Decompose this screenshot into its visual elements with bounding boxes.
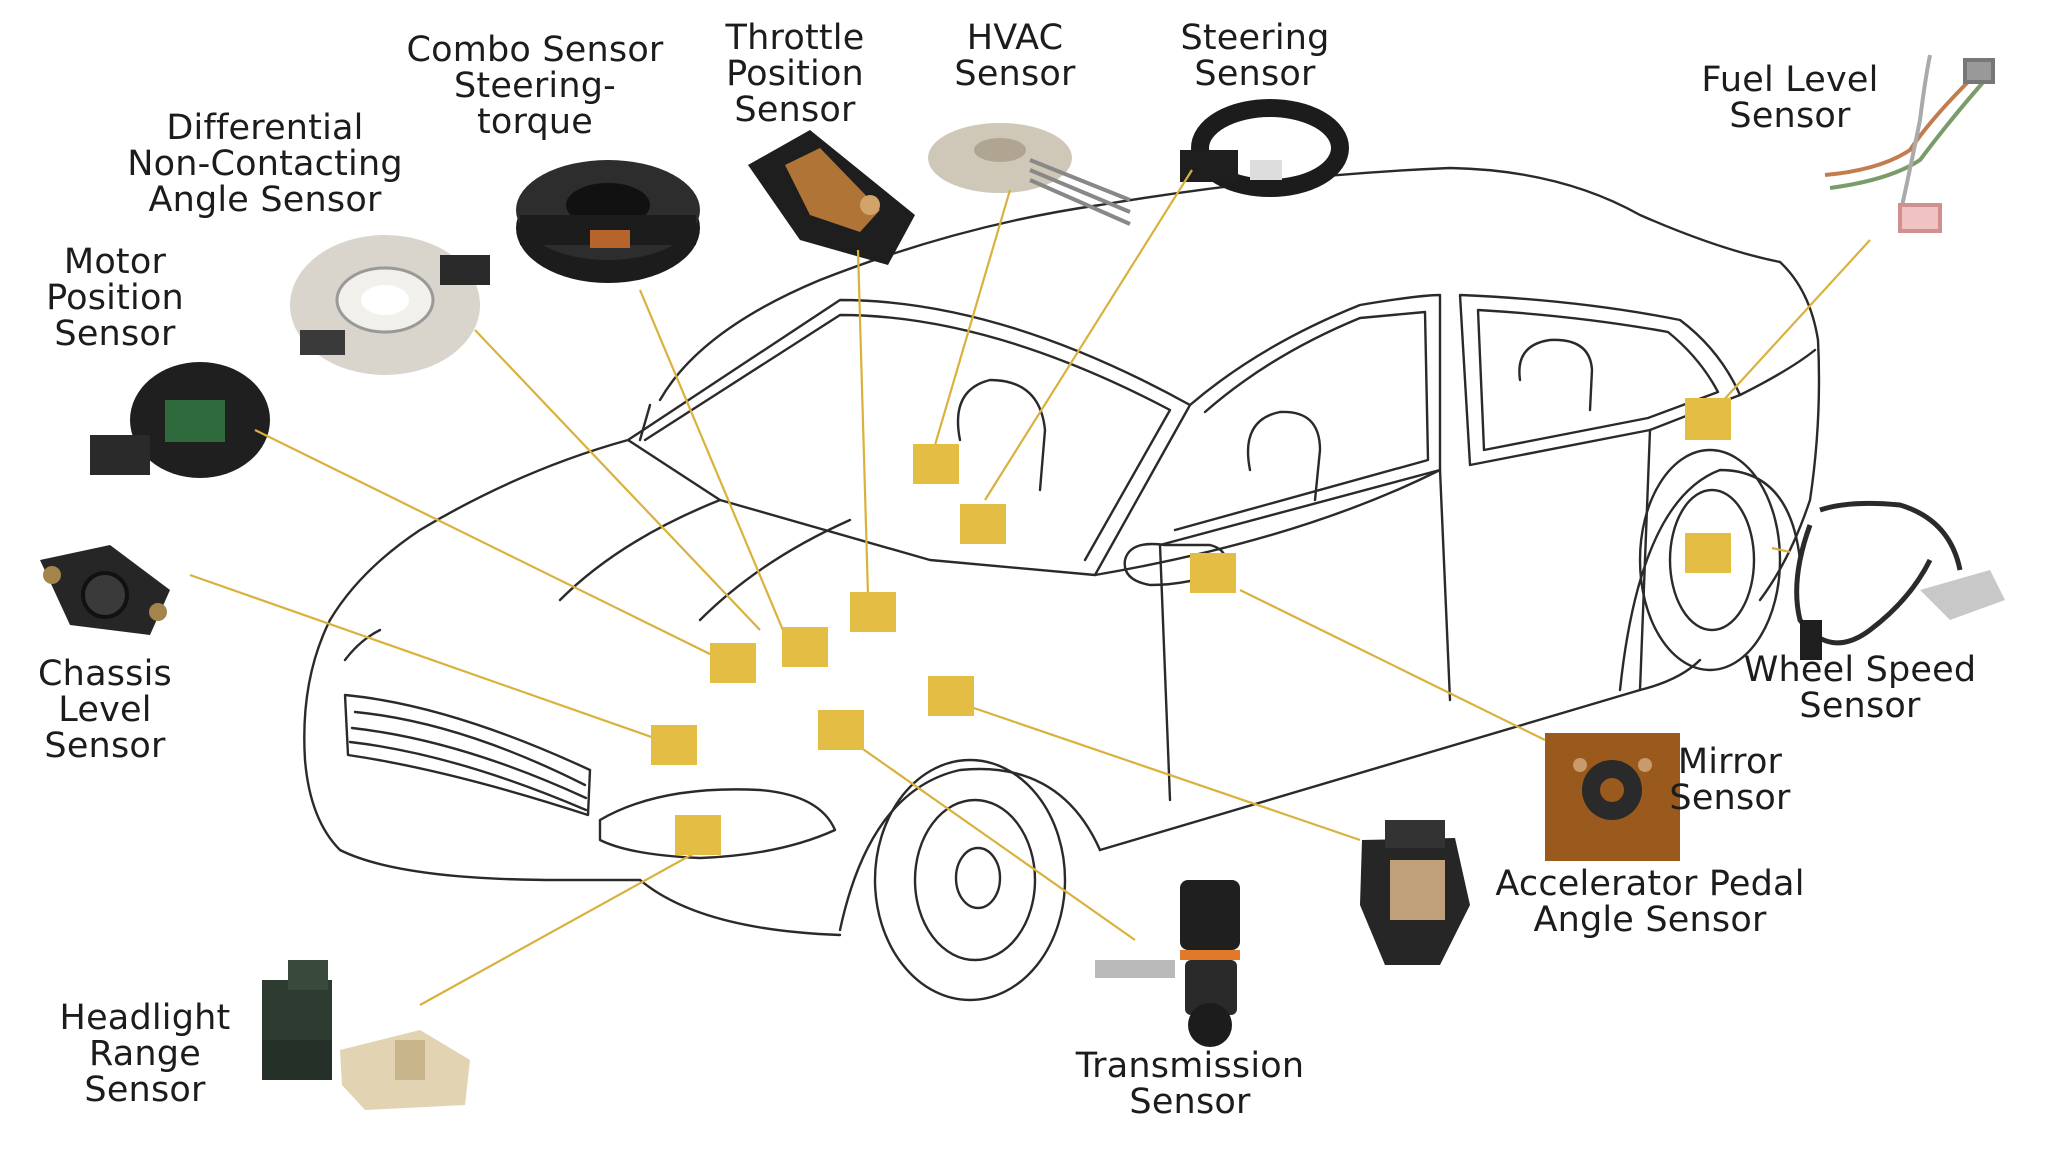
wheel-speed-sensor-image [1794,500,2005,660]
label-motor-position-sensor: Motor Position Sensor [46,242,184,354]
combo-sensor-image [516,160,700,283]
fuel-sensor-image [1824,54,1995,233]
sensor-markers [651,398,1731,855]
car-outline [303,166,1821,1002]
label-fuel-level-sensor: Fuel Level Sensor [1701,60,1879,136]
marker-accelerator [928,676,974,716]
leader-hvac [933,189,1012,446]
marker-hvac [913,444,959,484]
marker-differential [710,643,756,683]
leader-motor [254,429,713,656]
transmission-sensor-image [1095,880,1240,1047]
leader-throttle [856,249,870,596]
marker-chassis [651,725,697,765]
label-accelerator-sensor: Accelerator Pedal Angle Sensor [1495,864,1805,940]
differential-sensor-image [290,235,490,375]
sensor-images [40,54,2005,1110]
chassis-sensor-image [40,545,170,635]
label-transmission-sensor: Transmission Sensor [1075,1046,1305,1122]
label-wheel-speed-sensor: Wheel Speed Sensor [1743,650,1977,726]
leader-fuel [1709,239,1871,416]
marker-wheel [1685,533,1731,573]
steering-sensor-image [1180,99,1349,197]
leader-chassis [189,573,661,742]
hvac-sensor-image [928,123,1131,226]
label-steering-sensor: Steering Sensor [1180,18,1330,94]
marker-steering [960,504,1006,544]
leader-combo [638,289,787,636]
marker-combo [782,627,828,667]
label-combo-sensor: Combo Sensor Steering- torque [406,30,664,142]
marker-fuel [1685,398,1731,440]
headlight-sensor-image [262,960,470,1110]
marker-transmission [818,710,864,750]
motor-sensor-image [90,362,270,478]
leader-accelerator [964,703,1361,842]
label-chassis-level-sensor: Chassis Level Sensor [38,654,172,766]
label-differential-sensor: Differential Non-Contacting Angle Sensor [127,108,403,220]
label-mirror-sensor: Mirror Sensor [1669,742,1791,818]
label-hvac-sensor: HVAC Sensor [954,18,1076,94]
marker-mirror [1190,553,1236,593]
label-throttle-sensor: Throttle Position Sensor [725,18,865,130]
leader-mirror [1239,589,1546,741]
accelerator-sensor-image [1360,820,1470,965]
mirror-sensor-image [1545,733,1680,861]
label-headlight-range-sensor: Headlight Range Sensor [59,998,231,1110]
leader-wheel [1771,546,1791,554]
marker-headlight [675,815,721,855]
marker-throttle [850,592,896,632]
leader-differential [474,329,761,631]
leader-headlight [419,849,701,1006]
throttle-sensor-image [748,130,915,265]
leader-steering [984,169,1193,501]
leader-lines [189,169,1871,1006]
leader-transmission [849,739,1136,941]
